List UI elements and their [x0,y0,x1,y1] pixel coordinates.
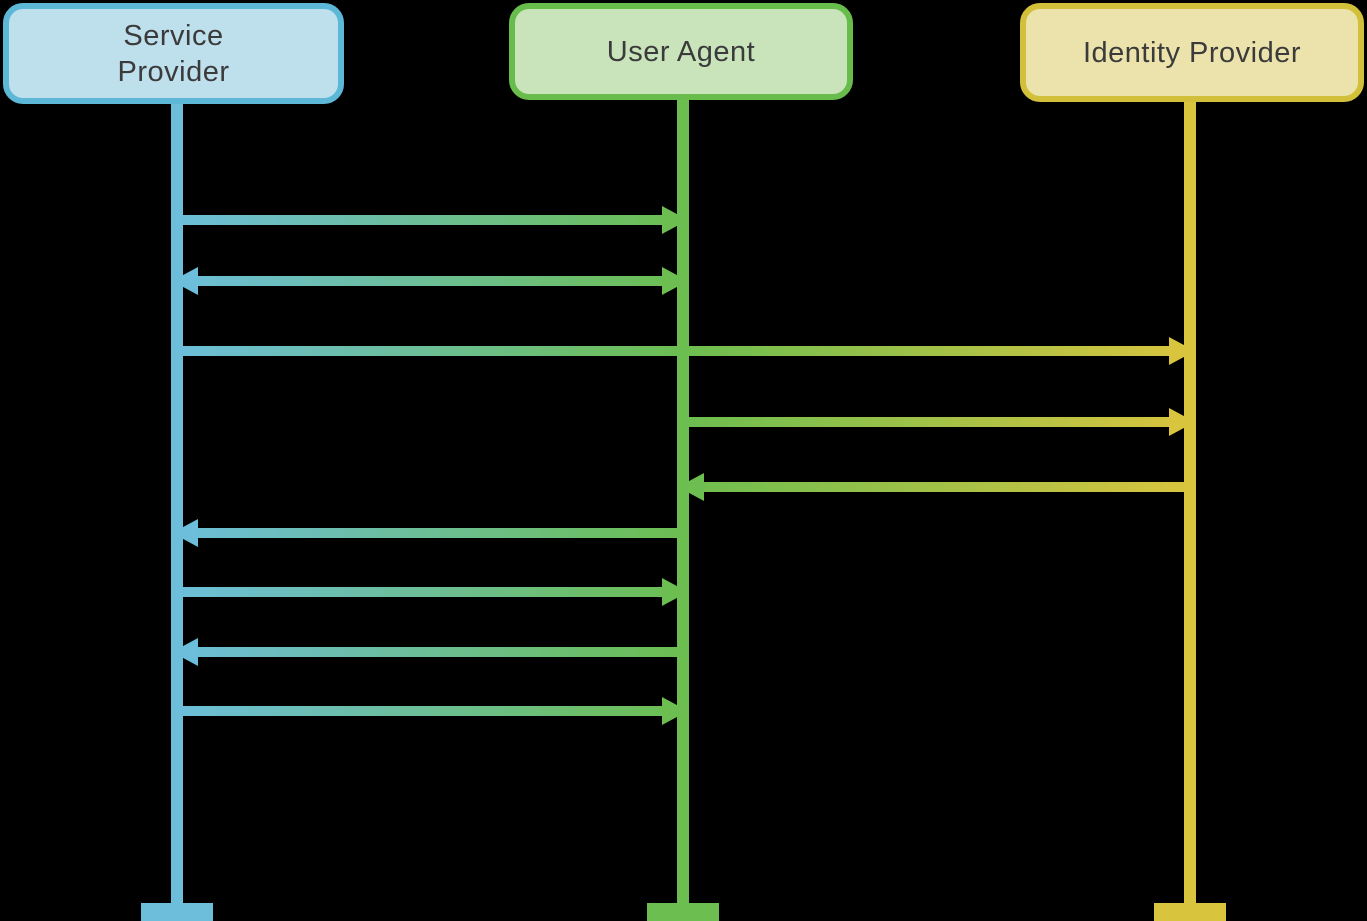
arrow-head-icon [662,578,688,606]
lifeline-sp [171,104,183,903]
actor-box-identity-provider: Identity Provider [1020,3,1364,102]
lifeline-foot-sp [141,903,213,921]
message-arrow [177,528,683,538]
actor-label-identity-provider: Identity Provider [1082,36,1302,69]
actor-label-user-agent: User Agent [606,35,756,68]
arrow-head-icon [172,638,198,666]
actor-box-service-provider: Service Provider [3,3,344,104]
message-arrow [177,215,683,225]
arrow-head-icon [662,267,688,295]
arrow-head-icon [1169,408,1195,436]
actor-label-service-provider: Service Provider [117,19,230,88]
message-arrow [177,647,683,657]
arrow-head-icon [172,267,198,295]
message-arrow [177,706,683,716]
arrow-head-icon [172,519,198,547]
message-arrow [683,417,1190,427]
lifeline-foot-ua [647,903,719,921]
message-arrow [177,346,1190,356]
lifeline-idp [1184,102,1196,903]
arrow-head-icon [662,206,688,234]
lifeline-foot-idp [1154,903,1226,921]
arrow-head-icon [1169,337,1195,365]
message-arrow [177,276,683,286]
arrow-head-icon [662,697,688,725]
arrow-head-icon [678,473,704,501]
actor-box-user-agent: User Agent [509,3,853,100]
message-arrow [177,587,683,597]
message-arrow [683,482,1190,492]
